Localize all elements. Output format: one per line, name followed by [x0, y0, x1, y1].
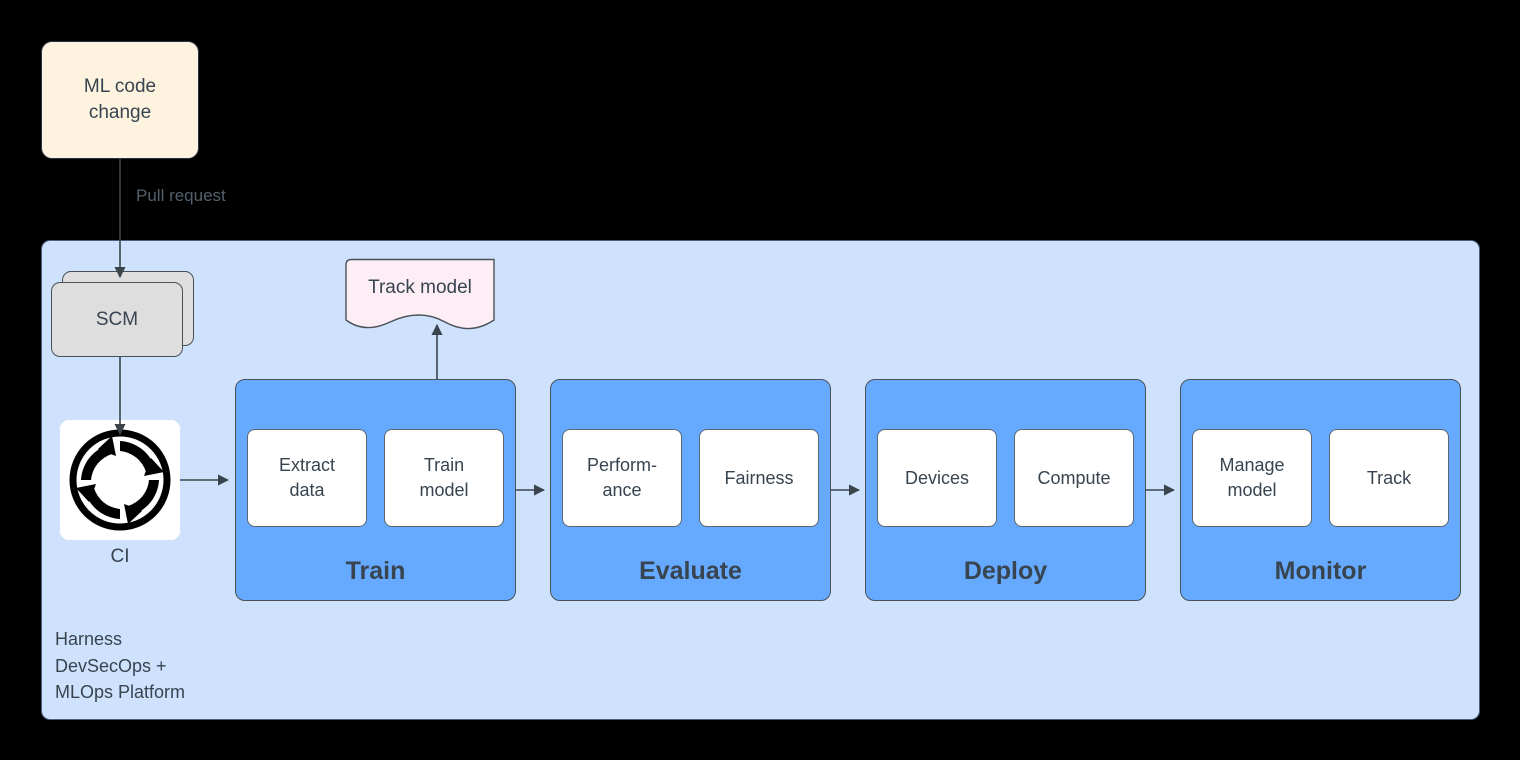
stage-evaluate-substeps: Perform- ance Fairness: [551, 429, 830, 527]
node-ci-label: CI: [110, 546, 130, 567]
stage-evaluate[interactable]: Perform- ance Fairness Evaluate: [550, 379, 831, 601]
node-track-model-note[interactable]: Track model: [340, 258, 500, 334]
stage-monitor-substeps: Manage model Track: [1181, 429, 1460, 527]
substep-track[interactable]: Track: [1329, 429, 1449, 527]
scm-label: SCM: [95, 308, 139, 330]
continuous-integration-cycle-icon: [69, 429, 171, 531]
stage-monitor-title: Monitor: [1274, 557, 1367, 585]
edge-label-pull-request: Pull request: [136, 186, 226, 205]
stage-deploy-title: Deploy: [963, 557, 1048, 585]
substep-fairness[interactable]: Fairness: [699, 429, 819, 527]
node-ci[interactable]: [60, 420, 180, 540]
substep-devices[interactable]: Devices: [877, 429, 997, 527]
substep-train-model[interactable]: Train model: [384, 429, 504, 527]
substep-compute[interactable]: Compute: [1014, 429, 1134, 527]
substep-extract-data[interactable]: Extract data: [247, 429, 367, 527]
scm-sheet-front: SCM: [51, 282, 183, 357]
track-model-label: Track model: [368, 277, 472, 298]
stage-deploy-substeps: Devices Compute: [866, 429, 1145, 527]
node-ml-code-change[interactable]: ML code change: [41, 41, 199, 159]
node-scm[interactable]: SCM: [51, 271, 194, 357]
stage-train[interactable]: Extract data Train model Train: [235, 379, 516, 601]
stage-monitor[interactable]: Manage model Track Monitor: [1180, 379, 1461, 601]
stage-evaluate-title: Evaluate: [639, 557, 742, 585]
stage-train-title: Train: [345, 557, 406, 585]
stage-deploy[interactable]: Devices Compute Deploy: [865, 379, 1146, 601]
document-shape-icon: [345, 258, 495, 330]
substep-performance[interactable]: Perform- ance: [562, 429, 682, 527]
substep-manage-model[interactable]: Manage model: [1192, 429, 1312, 527]
platform-caption: Harness DevSecOps + MLOps Platform: [55, 629, 186, 702]
stage-train-substeps: Extract data Train model: [236, 429, 515, 527]
